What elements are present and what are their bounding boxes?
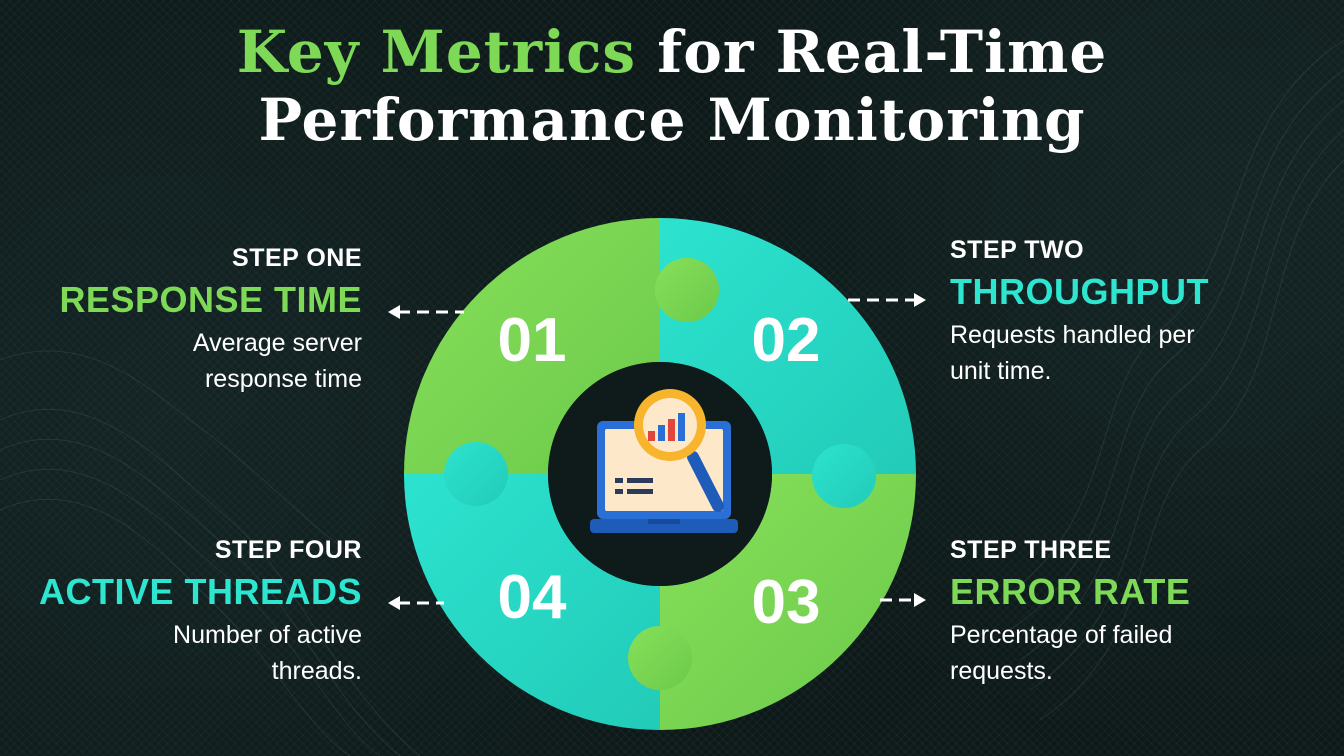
title-line-two: Performance Monitoring (258, 86, 1086, 154)
title-text: for Real-Time (636, 18, 1108, 86)
laptop-analytics-magnifier-icon (590, 389, 738, 533)
step-number-01: 01 (498, 306, 567, 375)
step-heading: ERROR RATE (950, 571, 1191, 612)
puzzle-knob (444, 442, 508, 506)
segment-03 (660, 474, 916, 730)
step-label: STEP FOUR (214, 536, 362, 564)
step-number-04: 04 (498, 563, 567, 632)
step-heading: THROUGHPUT (950, 271, 1209, 312)
step-number-02: 02 (752, 306, 821, 375)
step-one: STEP ONE RESPONSE TIME Average server re… (30, 244, 362, 397)
step-heading: ACTIVE THREADS (38, 571, 362, 612)
segment-04 (404, 474, 660, 730)
step-description: Average server response time (192, 329, 362, 393)
step-three: STEP THREE ERROR RATE Percentage of fail… (950, 536, 1290, 689)
puzzle-knob (655, 258, 719, 322)
step-description: Percentage of failed requests. (950, 621, 1173, 685)
title-highlight: Key Metrics (236, 18, 637, 86)
segment-02 (660, 218, 916, 474)
arrow-right-step-two (848, 293, 926, 307)
arrow-left-step-four (388, 596, 444, 610)
step-label: STEP TWO (950, 236, 1085, 264)
puzzle-ring: 01 02 03 04 (404, 218, 916, 730)
puzzle-knob (628, 626, 692, 690)
step-two: STEP TWO THROUGHPUT Requests handled per… (950, 236, 1290, 389)
step-description: Number of active threads. (173, 621, 362, 685)
step-label: STEP THREE (950, 536, 1112, 564)
step-number-03: 03 (752, 568, 821, 637)
arrow-left-step-one (388, 305, 464, 319)
step-description: Requests handled per unit time. (950, 321, 1195, 385)
step-label: STEP ONE (232, 244, 362, 272)
puzzle-knob (812, 444, 876, 508)
page-title: Key Metrics for Real-Time Performance Mo… (0, 18, 1344, 154)
step-four: STEP FOUR ACTIVE THREADS Number of activ… (20, 536, 362, 689)
arrow-right-step-three (880, 593, 926, 607)
segment-01 (404, 218, 660, 474)
step-heading: RESPONSE TIME (59, 279, 362, 320)
